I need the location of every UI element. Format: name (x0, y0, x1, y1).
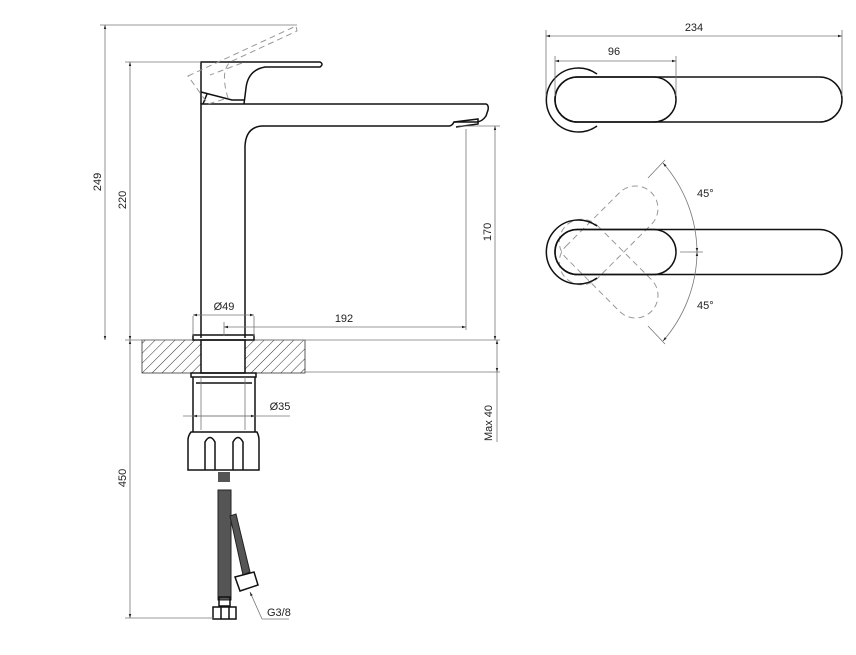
top-view: 234 96 45° 45° (545, 22, 843, 345)
side-view: 249 220 170 Ø49 192 Ø35 (92, 24, 500, 620)
dim-max40-label: Max 40 (483, 405, 495, 441)
dim-35-label: Ø35 (270, 401, 291, 413)
dim-220-label: 220 (117, 191, 129, 209)
flexible-hoses (212, 472, 259, 620)
lever-raised-position (187, 25, 298, 105)
dim-max-40: Max 40 (483, 340, 499, 442)
angle-down-label: 45° (697, 300, 714, 312)
dim-450: 450 (117, 340, 214, 619)
lever (200, 61, 323, 105)
dim-49-label: Ø49 (214, 301, 235, 313)
countertop (125, 339, 500, 374)
dim-diameter-35: Ø35 (183, 401, 291, 418)
dim-192-label: 192 (335, 313, 353, 325)
dim-170: 170 (458, 125, 500, 340)
g38-label: G3/8 (267, 607, 291, 619)
angle-up-label: 45° (697, 188, 714, 200)
dim-234-label: 234 (685, 22, 703, 34)
thread-callout: G3/8 (249, 591, 291, 620)
dim-170-label: 170 (482, 223, 494, 241)
dim-450-label: 450 (117, 469, 129, 487)
top-view-default: 234 96 (545, 22, 843, 133)
top-view-rotation: 45° 45° (545, 159, 843, 345)
dim-220: 220 (117, 61, 201, 340)
dim-249-label: 249 (92, 173, 104, 191)
mounting-shank (187, 372, 260, 471)
dim-192: 192 (223, 313, 466, 336)
dim-96-label: 96 (608, 46, 620, 58)
faucet-body (192, 103, 489, 374)
dim-249: 249 (92, 24, 297, 340)
